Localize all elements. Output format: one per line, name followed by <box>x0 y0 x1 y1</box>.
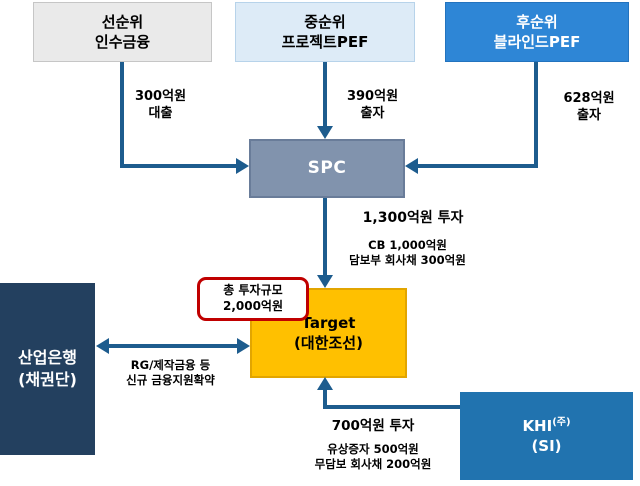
edge-label-junior-equity: 628억원 출자 <box>543 90 635 124</box>
node-mezzanine-project-pef: 중순위 프로젝트PEF <box>235 2 415 62</box>
node-senior-acquisition-financing: 선순위 인수금융 <box>33 2 212 62</box>
edge-label-line: 대출 <box>148 106 173 121</box>
callout-text: 총 투자규모 <box>223 283 283 298</box>
arrowhead-left-icon <box>405 158 418 174</box>
edge-khi-to-target-line <box>323 405 460 409</box>
node-label: KHI(주) <box>522 416 571 435</box>
edge-label-kdb-support: RG/제작금융 등 신규 금융지원확약 <box>93 358 248 388</box>
node-spc: SPC <box>249 139 405 198</box>
edge-label-spc-investment-title: 1,300억원 투자 <box>338 207 488 227</box>
edge-label-line: 300억원 <box>134 89 187 104</box>
edge-label-line: 출자 <box>577 108 601 123</box>
node-kdb-creditor-group: 산업은행 (채권단) <box>0 283 95 455</box>
edge-label-line: 출자 <box>360 106 385 121</box>
node-label: 프로젝트PEF <box>281 33 369 51</box>
edge-junior-to-spc-line <box>418 164 538 168</box>
node-label: 중순위 <box>304 12 346 31</box>
node-label: 산업은행 <box>18 348 77 368</box>
edge-label-spc-investment-detail: CB 1,000억원 담보부 회사채 300억원 <box>315 238 500 268</box>
edge-label-line: RG/제작금융 등 <box>130 358 211 372</box>
arrowhead-right-icon <box>237 338 250 354</box>
edge-label-senior-loan: 300억원 대출 <box>118 88 203 122</box>
arrowhead-down-icon <box>317 126 333 139</box>
arrowhead-left-icon <box>96 338 109 354</box>
node-label: SPC <box>307 158 347 179</box>
node-target-daehan-shipbuilding: Target (대한조선) <box>250 288 407 378</box>
node-label: (대한조선) <box>294 334 363 352</box>
edge-label-line: 700억원 투자 <box>331 418 415 434</box>
edge-label-line: 1,300억원 투자 <box>362 210 464 226</box>
node-label: (채권단) <box>18 370 77 389</box>
node-label: 선순위 <box>101 12 144 31</box>
khi-suffix: (주) <box>552 416 571 428</box>
node-label: Target <box>301 313 356 332</box>
node-khi-strategic-investor: KHI(주) (SI) <box>460 392 633 480</box>
node-label: 후순위 <box>516 12 558 31</box>
arrowhead-right-icon <box>236 158 249 174</box>
edge-label-khi-investment-detail: 유상증자 500억원 무담보 회사채 200억원 <box>283 442 463 472</box>
edge-label-khi-investment-title: 700억원 투자 <box>303 414 443 434</box>
edge-mezzanine-to-spc-line <box>323 62 327 127</box>
edge-junior-to-spc-line <box>534 62 538 168</box>
node-label: 인수금융 <box>94 33 151 51</box>
edge-label-line: 390억원 <box>346 89 399 104</box>
edge-label-line: 담보부 회사채 300억원 <box>349 253 466 267</box>
edge-spc-to-target-line <box>323 198 327 276</box>
arrowhead-down-icon <box>317 275 333 288</box>
edge-label-line: 무담보 회사채 200억원 <box>314 457 432 471</box>
edge-senior-to-spc-line <box>120 62 124 168</box>
edge-label-line: 신규 금융지원확약 <box>126 373 215 387</box>
edge-label-mezzanine-equity: 390억원 출자 <box>330 88 415 122</box>
edge-khi-to-target-line <box>323 388 327 409</box>
edge-senior-to-spc-line <box>120 164 237 168</box>
total-investment-callout: 총 투자규모 2,000억원 <box>197 277 309 321</box>
edge-kdb-target-line <box>106 344 238 348</box>
edge-label-line: 628억원 <box>563 91 615 106</box>
edge-label-line: CB 1,000억원 <box>368 238 447 252</box>
node-label: (SI) <box>531 437 562 455</box>
arrowhead-up-icon <box>317 377 333 390</box>
edge-label-line: 유상증자 500억원 <box>327 442 419 456</box>
node-junior-blind-pef: 후순위 블라인드PEF <box>445 2 629 62</box>
callout-text: 2,000억원 <box>222 299 284 313</box>
node-label: 블라인드PEF <box>493 33 581 51</box>
